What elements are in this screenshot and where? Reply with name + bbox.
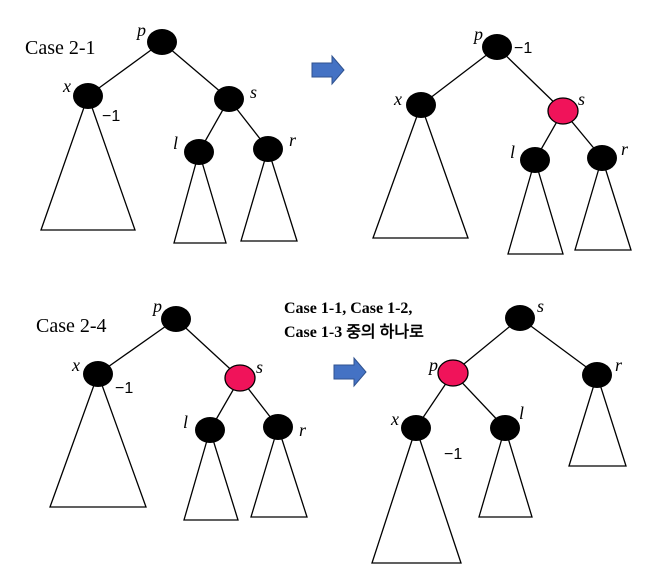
subtree-l	[507, 157, 564, 255]
subtree-l	[183, 427, 239, 521]
label-x: x	[62, 76, 71, 96]
node-l-black	[195, 417, 225, 443]
node-l-black	[184, 139, 214, 165]
node-p-black	[161, 306, 191, 332]
label-x-minus-one: −1	[115, 380, 133, 397]
right-arrow-icon	[311, 54, 345, 86]
node-x-black	[73, 83, 103, 109]
node-x-black	[406, 92, 436, 118]
node-l-black	[490, 415, 520, 441]
label-x: x	[393, 89, 402, 109]
label-p: p	[427, 355, 438, 375]
node-s-red	[224, 364, 256, 392]
label-s: s	[256, 357, 263, 377]
node-r-black	[263, 414, 293, 440]
node-r-black	[587, 145, 617, 171]
node-p-black	[147, 29, 177, 55]
right-arrow-icon	[333, 356, 367, 388]
label-s: s	[537, 296, 544, 316]
node-x-black	[401, 415, 431, 441]
case-label: Case 2-1	[25, 37, 96, 59]
case-2-1-before-tree: Case 2-1 p x −1 s l r	[25, 20, 298, 244]
label-l: l	[183, 412, 188, 432]
label-p: p	[135, 20, 146, 40]
label-p: p	[151, 296, 162, 316]
node-r-black	[582, 362, 612, 388]
node-x-black	[83, 361, 113, 387]
edge-p-s	[496, 46, 564, 112]
subtree-r	[574, 155, 632, 251]
node-s-black	[505, 305, 535, 331]
node-p-black	[482, 34, 512, 60]
label-x: x	[71, 355, 80, 375]
subtree-x	[49, 372, 147, 508]
edge-s-r	[519, 317, 598, 376]
subtree-x	[40, 94, 136, 231]
edge-p-x	[87, 41, 163, 97]
case-2-4-before-tree: Case 2-4 p x −1 s l r	[36, 296, 308, 521]
transition-note-line2: Case 1-3 중의 하나로	[284, 323, 424, 341]
label-r: r	[621, 139, 629, 159]
label-p-minus-one: −1	[514, 40, 532, 57]
node-l-black	[520, 147, 550, 173]
label-l: l	[173, 133, 178, 153]
label-p: p	[472, 24, 483, 44]
label-x: x	[390, 409, 399, 429]
subtree-x	[371, 425, 462, 564]
subtree-l	[478, 425, 533, 518]
label-l: l	[510, 142, 515, 162]
node-r-black	[253, 136, 283, 162]
node-s-red	[547, 97, 579, 125]
edge-p-s	[161, 41, 230, 100]
subtree-x	[372, 103, 469, 239]
subtree-r	[240, 146, 298, 242]
subtree-r	[250, 424, 308, 518]
case-2-1-after-tree: p −1 x s l r	[372, 24, 632, 255]
edge-p-x	[420, 46, 498, 106]
label-r: r	[289, 130, 297, 150]
label-x-minus-one: −1	[102, 108, 120, 125]
label-x-minus-one: −1	[444, 446, 462, 463]
label-s: s	[578, 89, 585, 109]
case-label: Case 2-4	[36, 315, 107, 337]
node-s-black	[214, 86, 244, 112]
label-r: r	[615, 355, 623, 375]
edge-p-x	[97, 318, 177, 375]
label-r: r	[299, 420, 307, 440]
case-2-4-after-tree: s p r x −1 l	[371, 296, 627, 564]
node-p-red	[437, 359, 469, 387]
label-l: l	[519, 403, 524, 423]
subtree-l	[173, 149, 227, 244]
subtree-r	[568, 372, 627, 467]
transition-note-line1: Case 1-1, Case 1-2,	[284, 300, 412, 317]
label-s: s	[250, 82, 257, 102]
